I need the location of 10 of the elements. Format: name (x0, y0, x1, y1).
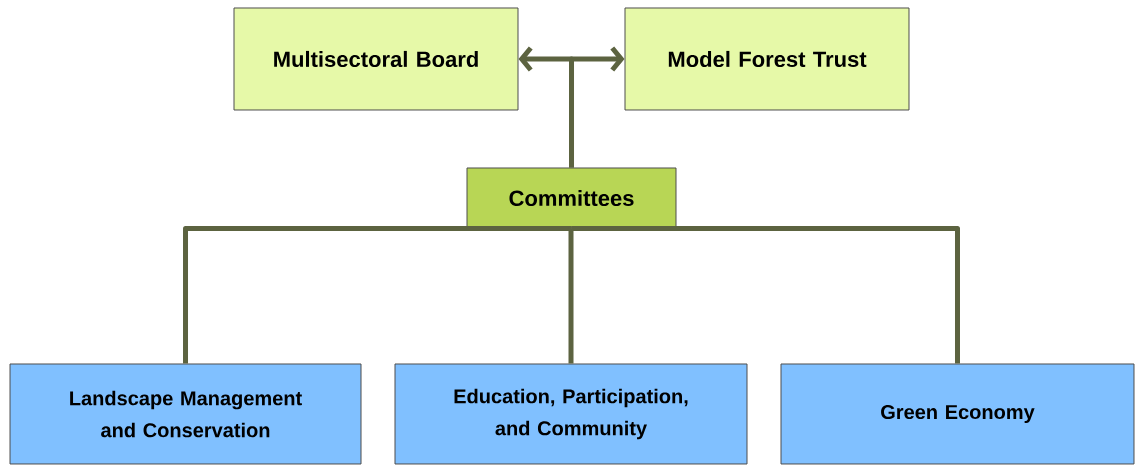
connector-line (568, 226, 574, 364)
board-box: Model Forest Trust (624, 7, 910, 111)
committee-box: Education, Participation, and Community (394, 363, 748, 465)
connector-line (183, 226, 572, 364)
committee-box: Committees (466, 167, 677, 229)
board-box: Multisectoral Board (233, 7, 519, 111)
committee-box: Green Economy (780, 363, 1135, 465)
connector-line (571, 226, 960, 364)
committee-box: Landscape Management and Conservation (9, 363, 362, 465)
connector-line (569, 46, 625, 168)
